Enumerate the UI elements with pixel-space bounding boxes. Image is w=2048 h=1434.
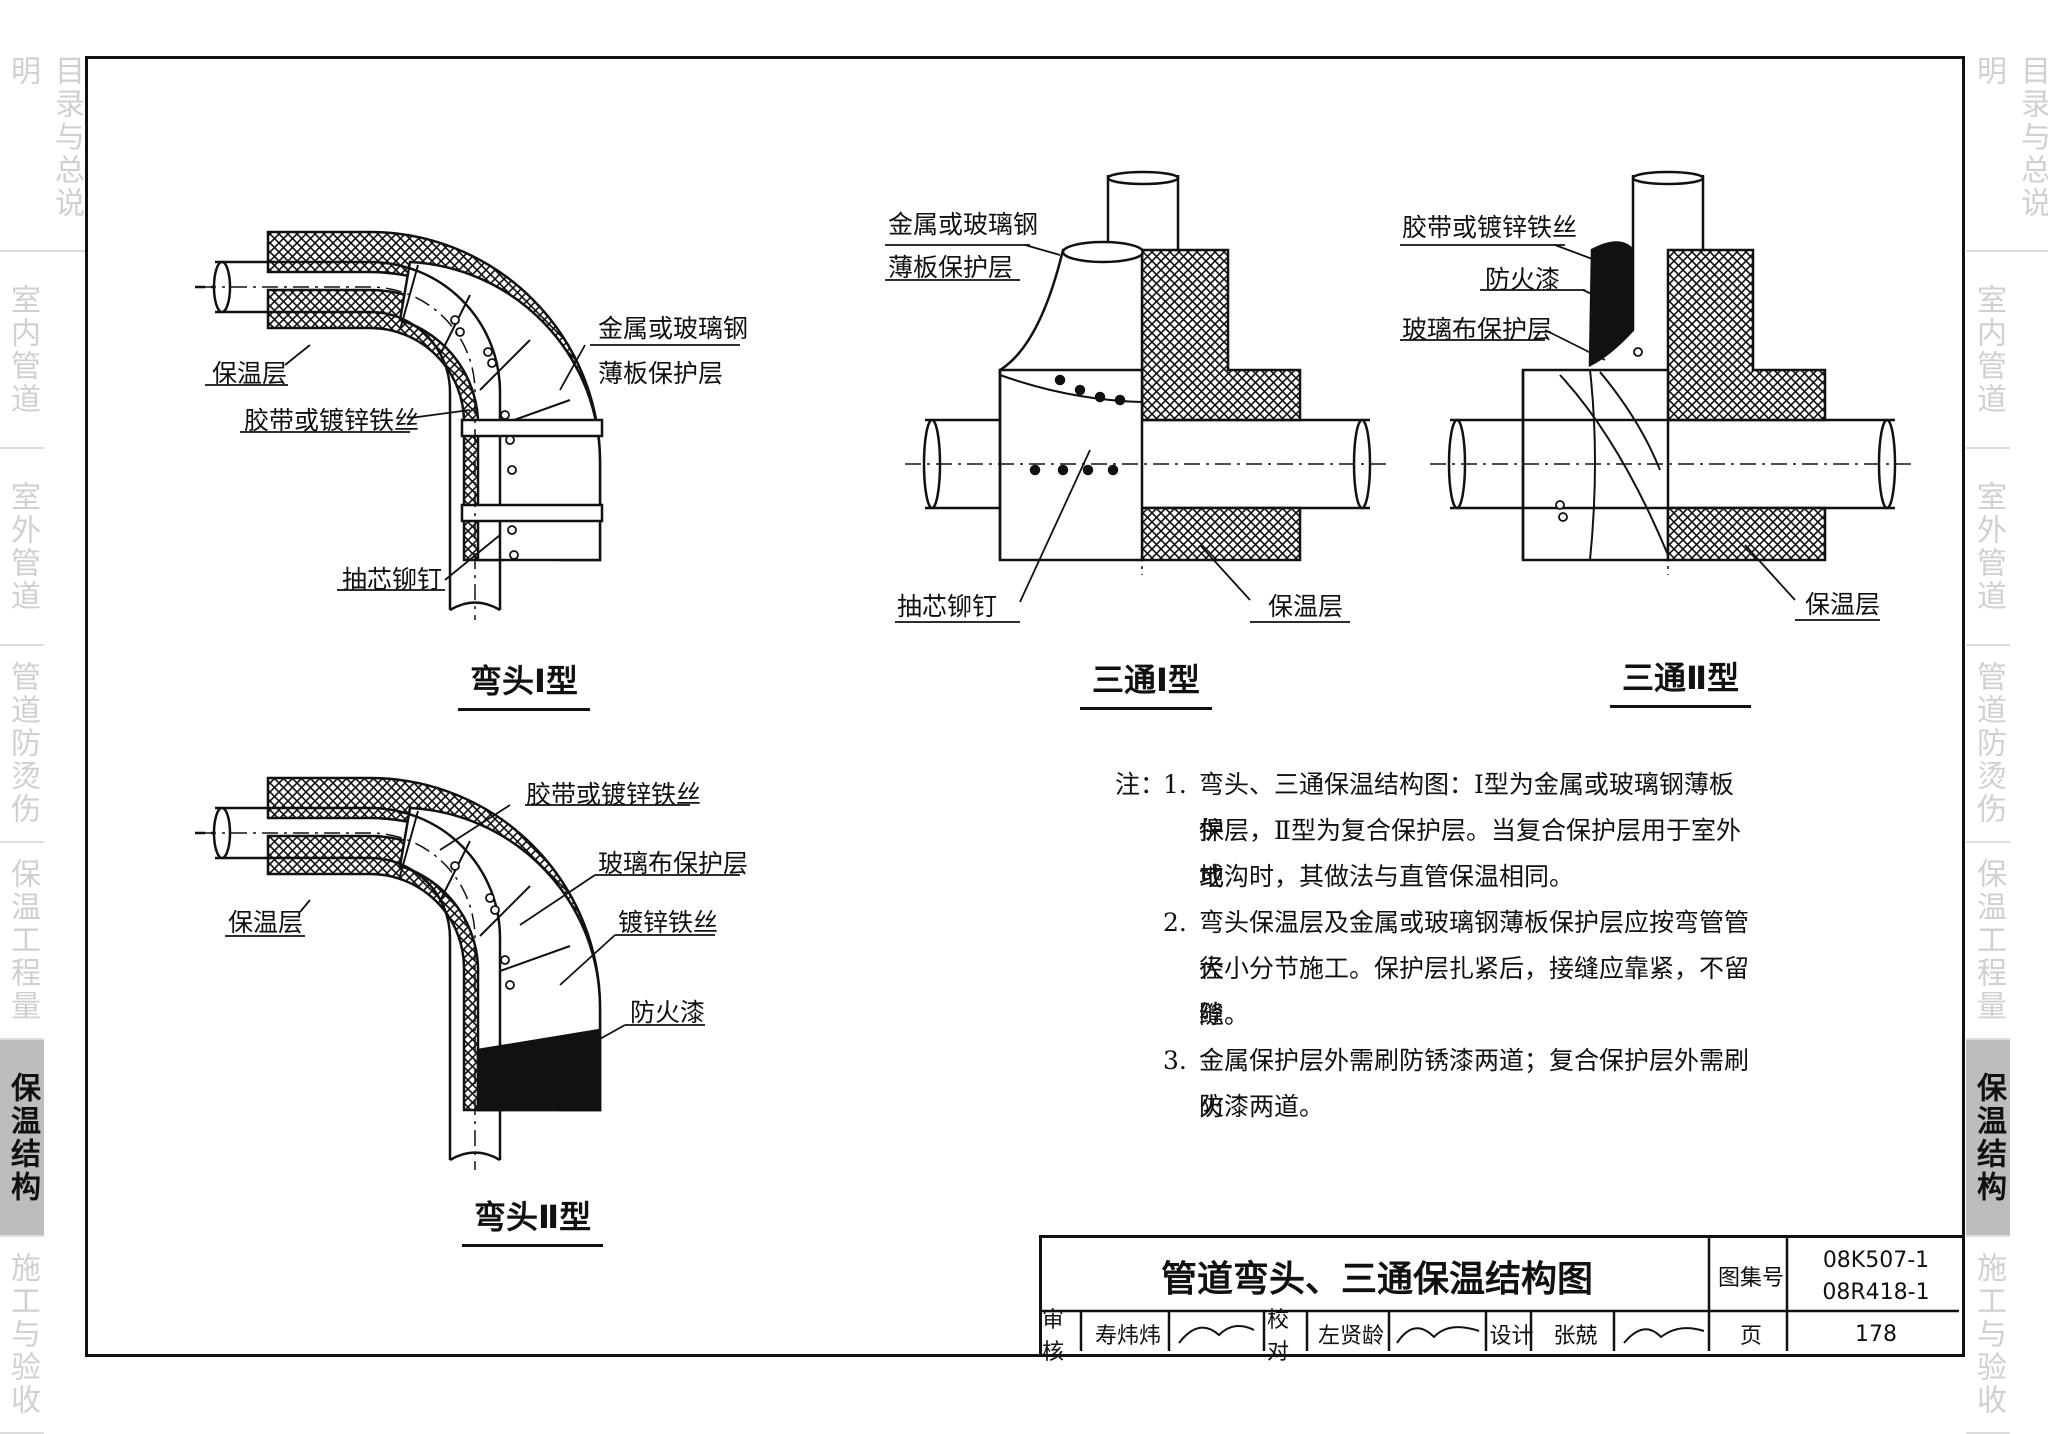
- page-number: 178: [1855, 1321, 1897, 1347]
- tee1-insulation-label: 保温层: [1268, 592, 1344, 621]
- atlas-no-2: 08R418-1: [1822, 1279, 1930, 1305]
- side-tab[interactable]: 室内管道: [0, 252, 44, 449]
- elbow1-shell-label: 金属或玻璃钢: [598, 314, 749, 343]
- page-label: 页: [1739, 1324, 1762, 1349]
- checker-name: 左贤龄: [1317, 1324, 1384, 1349]
- note-line: 地沟时，其做法与直管保温相同。: [1199, 862, 1575, 891]
- designer-name: 张兢: [1553, 1324, 1598, 1349]
- note-line: 护层，Ⅱ型为复合保护层。当复合保护层用于室外或: [1199, 816, 1741, 891]
- side-tab[interactable]: 室内管道: [1966, 252, 2010, 449]
- note-line: 火漆两道。: [1199, 1092, 1325, 1121]
- elbow2-paint-label: 防火漆: [630, 998, 706, 1027]
- note-line: 金属保护层外需刷防锈漆两道；复合保护层外需刷防: [1199, 1046, 1750, 1121]
- tee2-insulation-label: 保温层: [1805, 590, 1881, 619]
- elbow1-shell2-label: 薄板保护层: [598, 359, 724, 388]
- check-label: 校对: [1267, 1308, 1290, 1365]
- side-tab[interactable]: 室外管道: [1966, 449, 2010, 646]
- side-tab[interactable]: 管道防烫伤: [1966, 646, 2010, 843]
- elbow2-insulation-label: 保温层: [228, 908, 304, 937]
- elbow2-caption: 弯头Ⅱ型: [462, 1192, 604, 1247]
- side-tabs-left: 目录与总说明室内管道室外管道管道防烫伤保温工程量保温结构施工与验收: [0, 55, 88, 1434]
- side-tab[interactable]: 室外管道: [0, 449, 44, 646]
- drawing-title: 管道弯头、三通保温结构图: [1160, 1259, 1593, 1300]
- side-tab[interactable]: 管道防烫伤: [0, 646, 44, 843]
- tee-type1: [905, 170, 1390, 603]
- note-line: 弯头保温层及金属或玻璃钢薄板保护层应按弯管管径: [1199, 908, 1750, 983]
- note-number: 2.: [1163, 908, 1187, 937]
- atlas-no-1: 08K507-1: [1822, 1247, 1930, 1273]
- note-number: 3.: [1163, 1046, 1187, 1075]
- elbow2-wire-label: 镀锌铁丝: [618, 908, 719, 937]
- notes-head: 注：: [1115, 770, 1166, 799]
- tee1-shell2-label: 薄板保护层: [888, 253, 1014, 282]
- note-line: 大小分节施工。保护层扎紧后，接缝应靠紧，不留缝: [1199, 954, 1750, 1029]
- tee2-cloth-label: 玻璃布保护层: [1402, 315, 1553, 344]
- side-tab[interactable]: 目录与总说明: [0, 55, 88, 252]
- tee2-paint-label: 防火漆: [1485, 265, 1561, 294]
- elbow2-tape-label: 胶带或镀锌铁丝: [526, 780, 702, 809]
- side-tab[interactable]: 保温工程量: [1966, 843, 2010, 1040]
- elbow1-rivet-label: 抽芯铆钉: [342, 565, 443, 594]
- elbow1-caption: 弯头Ⅰ型: [458, 656, 590, 711]
- elbow2-cloth-label: 玻璃布保护层: [598, 849, 749, 878]
- side-tab[interactable]: 保温结构: [1966, 1040, 2010, 1237]
- reviewer-name: 寿炜炜: [1094, 1324, 1161, 1349]
- side-tabs-right: 目录与总说明室内管道室外管道管道防烫伤保温工程量保温结构施工与验收: [1966, 55, 2048, 1434]
- title-block: 管道弯头、三通保温结构图 图集号 08K507-1 08R418-1 审核 寿炜…: [1039, 1235, 1962, 1365]
- side-tab[interactable]: 保温结构: [0, 1040, 44, 1237]
- elbow-type1: [195, 230, 604, 620]
- drawing-frame: [85, 56, 1965, 1357]
- tee2-caption: 三通Ⅱ型: [1610, 653, 1752, 708]
- note-line: 隙。: [1199, 1000, 1250, 1029]
- elbow1-tape-label: 胶带或镀锌铁丝: [244, 406, 420, 435]
- elbow-type2: [195, 776, 626, 1170]
- note-line: 弯头、三通保温结构图：Ⅰ型为金属或玻璃钢薄板保: [1199, 770, 1734, 845]
- side-tab[interactable]: 保温工程量: [0, 843, 44, 1040]
- atlas-label: 图集号: [1717, 1266, 1784, 1291]
- side-tab[interactable]: 施工与验收: [1966, 1237, 2010, 1434]
- tee1-caption: 三通Ⅰ型: [1080, 655, 1212, 710]
- label-underlines: [205, 244, 1880, 1026]
- review-label: 审核: [1042, 1308, 1065, 1365]
- elbow1-insulation-label: 保温层: [212, 359, 288, 388]
- note-number: 1.: [1163, 770, 1187, 799]
- title-block-grid: [1039, 1235, 1959, 1351]
- tee-type2: [1430, 170, 1915, 601]
- side-tab[interactable]: 目录与总说明: [1966, 55, 2048, 252]
- tee2-tape-label: 胶带或镀锌铁丝: [1402, 213, 1578, 242]
- tee1-rivet-label: 抽芯铆钉: [897, 592, 998, 621]
- tee1-shell-label: 金属或玻璃钢: [888, 210, 1039, 239]
- design-label: 设计: [1489, 1324, 1534, 1349]
